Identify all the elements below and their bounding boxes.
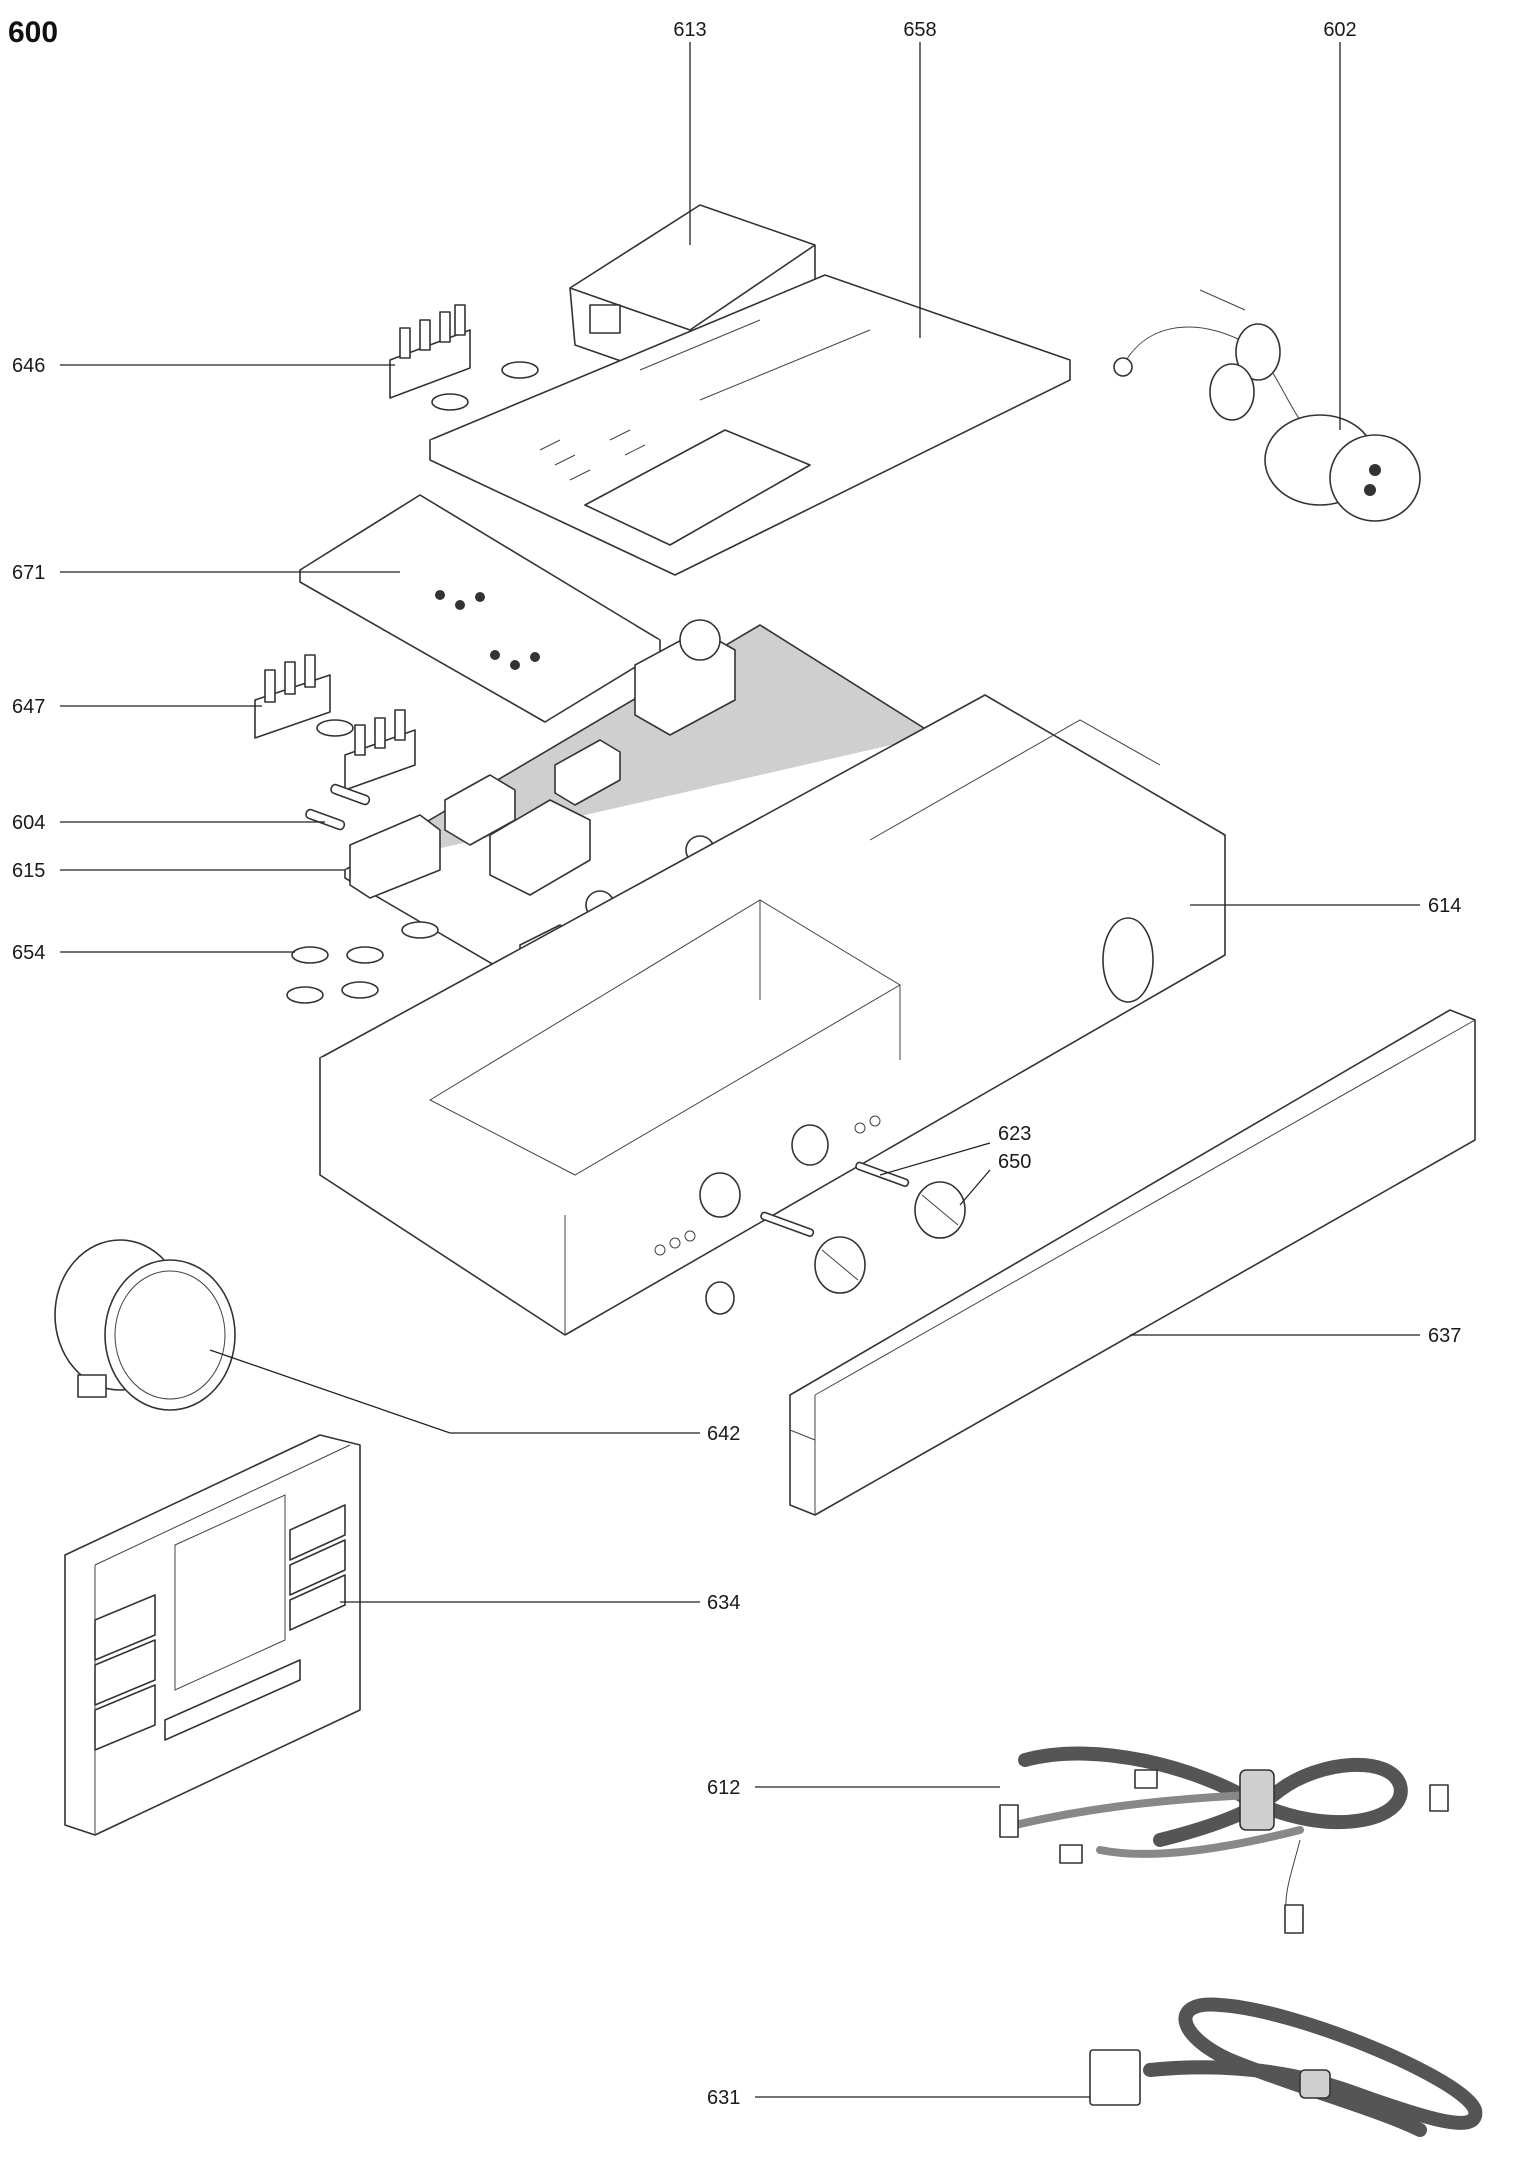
part-612-wiring-harness [999,1746,1449,1934]
part-654-clips [286,921,439,1004]
label-634: 634 [707,1592,740,1614]
label-658: 658 [903,19,936,41]
label-671: 671 [12,562,45,584]
part-labels: 613 658 602 646 671 647 604 615 654 614 … [12,19,1461,2109]
label-637: 637 [1428,1325,1461,1347]
label-602: 602 [1323,19,1356,41]
label-642: 642 [707,1423,740,1445]
part-647-terminal-block [254,654,416,791]
part-650-knobs [705,1181,966,1315]
assembly-number: 600 [8,16,58,49]
part-658-top-panel [429,274,1071,576]
part-631-cable [1089,1997,1483,2137]
label-654: 654 [12,942,45,964]
label-647: 647 [12,696,45,718]
part-634-control-panel [64,1434,361,1836]
part-637-front-trim [789,1009,1476,1516]
part-671-board [299,494,661,723]
label-613: 613 [673,19,706,41]
label-646: 646 [12,355,45,377]
part-614-housing [319,694,1226,1336]
label-631: 631 [707,2087,740,2109]
label-650: 650 [998,1151,1031,1173]
label-614: 614 [1428,895,1461,917]
label-604: 604 [12,812,45,834]
part-646-terminal-block [389,304,539,411]
part-604-fuses [305,783,371,831]
label-615: 615 [12,860,45,882]
label-623: 623 [998,1123,1031,1145]
leader-lines [60,42,1420,2098]
label-612: 612 [707,1777,740,1799]
part-602-pressure-gauge [1113,289,1421,522]
part-642-gauge [54,1239,236,1411]
